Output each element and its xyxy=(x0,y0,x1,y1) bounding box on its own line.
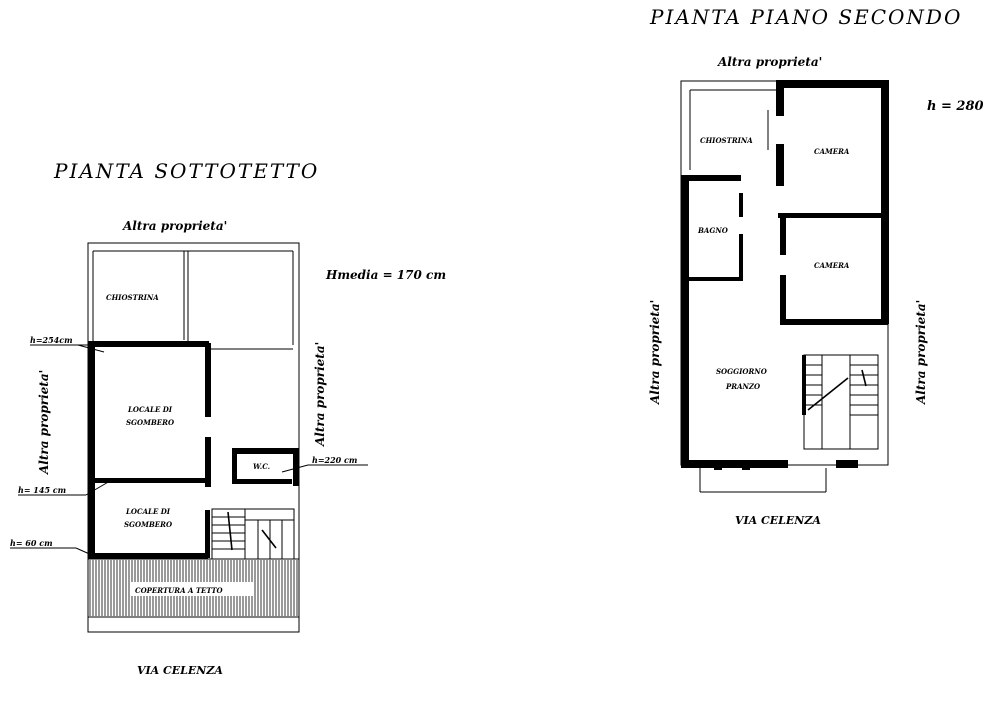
top-neighbor-label: Altra proprieta' xyxy=(122,219,227,233)
plan-piano-secondo: PIANTA PIANO SECONDO Altra proprieta' h … xyxy=(648,5,984,527)
plan-title-sottotetto: PIANTA SOTTOTETTO xyxy=(53,159,319,183)
height-label-piano: h = 280 xyxy=(927,99,984,114)
height-label-top: h=254cm xyxy=(30,335,73,345)
stair-piano-secondo xyxy=(802,354,879,450)
right-neighbor-label-2: Altra proprieta' xyxy=(914,300,928,405)
plan-title-piano-secondo: PIANTA PIANO SECONDO xyxy=(649,5,962,29)
room-label-wc: W.C. xyxy=(253,462,270,471)
right-neighbor-label: Altra proprieta' xyxy=(313,342,327,447)
room-label-soggiorno: SOGGIORNO xyxy=(716,367,768,376)
left-neighbor-label: Altra proprieta' xyxy=(37,370,51,475)
room-label-locale-2: LOCALE DI xyxy=(125,507,171,516)
room-label-locale-1-sub: SGOMBERO xyxy=(126,418,175,427)
street-label-piano-secondo: VIA CELENZA xyxy=(735,514,821,527)
roof-hatch: COPERTURA A TETTO xyxy=(87,558,300,618)
room-label-camera-1: CAMERA xyxy=(814,147,850,156)
room-label-chiostrina-2: CHIOSTRINA xyxy=(700,136,753,145)
street-label-sottotetto: VIA CELENZA xyxy=(137,664,223,677)
hmedia-label: Hmedia = 170 cm xyxy=(325,268,446,282)
room-label-chiostrina: CHIOSTRINA xyxy=(106,293,159,302)
height-label-mid: h= 145 cm xyxy=(18,485,66,495)
height-label-bot: h= 60 cm xyxy=(10,538,53,548)
room-label-camera-2: CAMERA xyxy=(814,261,850,270)
room-label-locale-2-sub: SGOMBERO xyxy=(124,520,173,529)
room-label-locale-1: LOCALE DI xyxy=(127,405,173,414)
height-label-wc: h=220 cm xyxy=(312,455,357,465)
room-label-copertura: COPERTURA A TETTO xyxy=(135,586,224,595)
top-neighbor-label-2: Altra proprieta' xyxy=(717,55,822,69)
stair-sottotetto xyxy=(211,508,295,560)
room-label-bagno: BAGNO xyxy=(697,226,729,235)
left-neighbor-label-2: Altra proprieta' xyxy=(648,300,662,405)
room-label-pranzo: PRANZO xyxy=(725,382,761,391)
plan-sottotetto: PIANTA SOTTOTETTO Altra proprieta' Hmedi… xyxy=(10,159,446,677)
